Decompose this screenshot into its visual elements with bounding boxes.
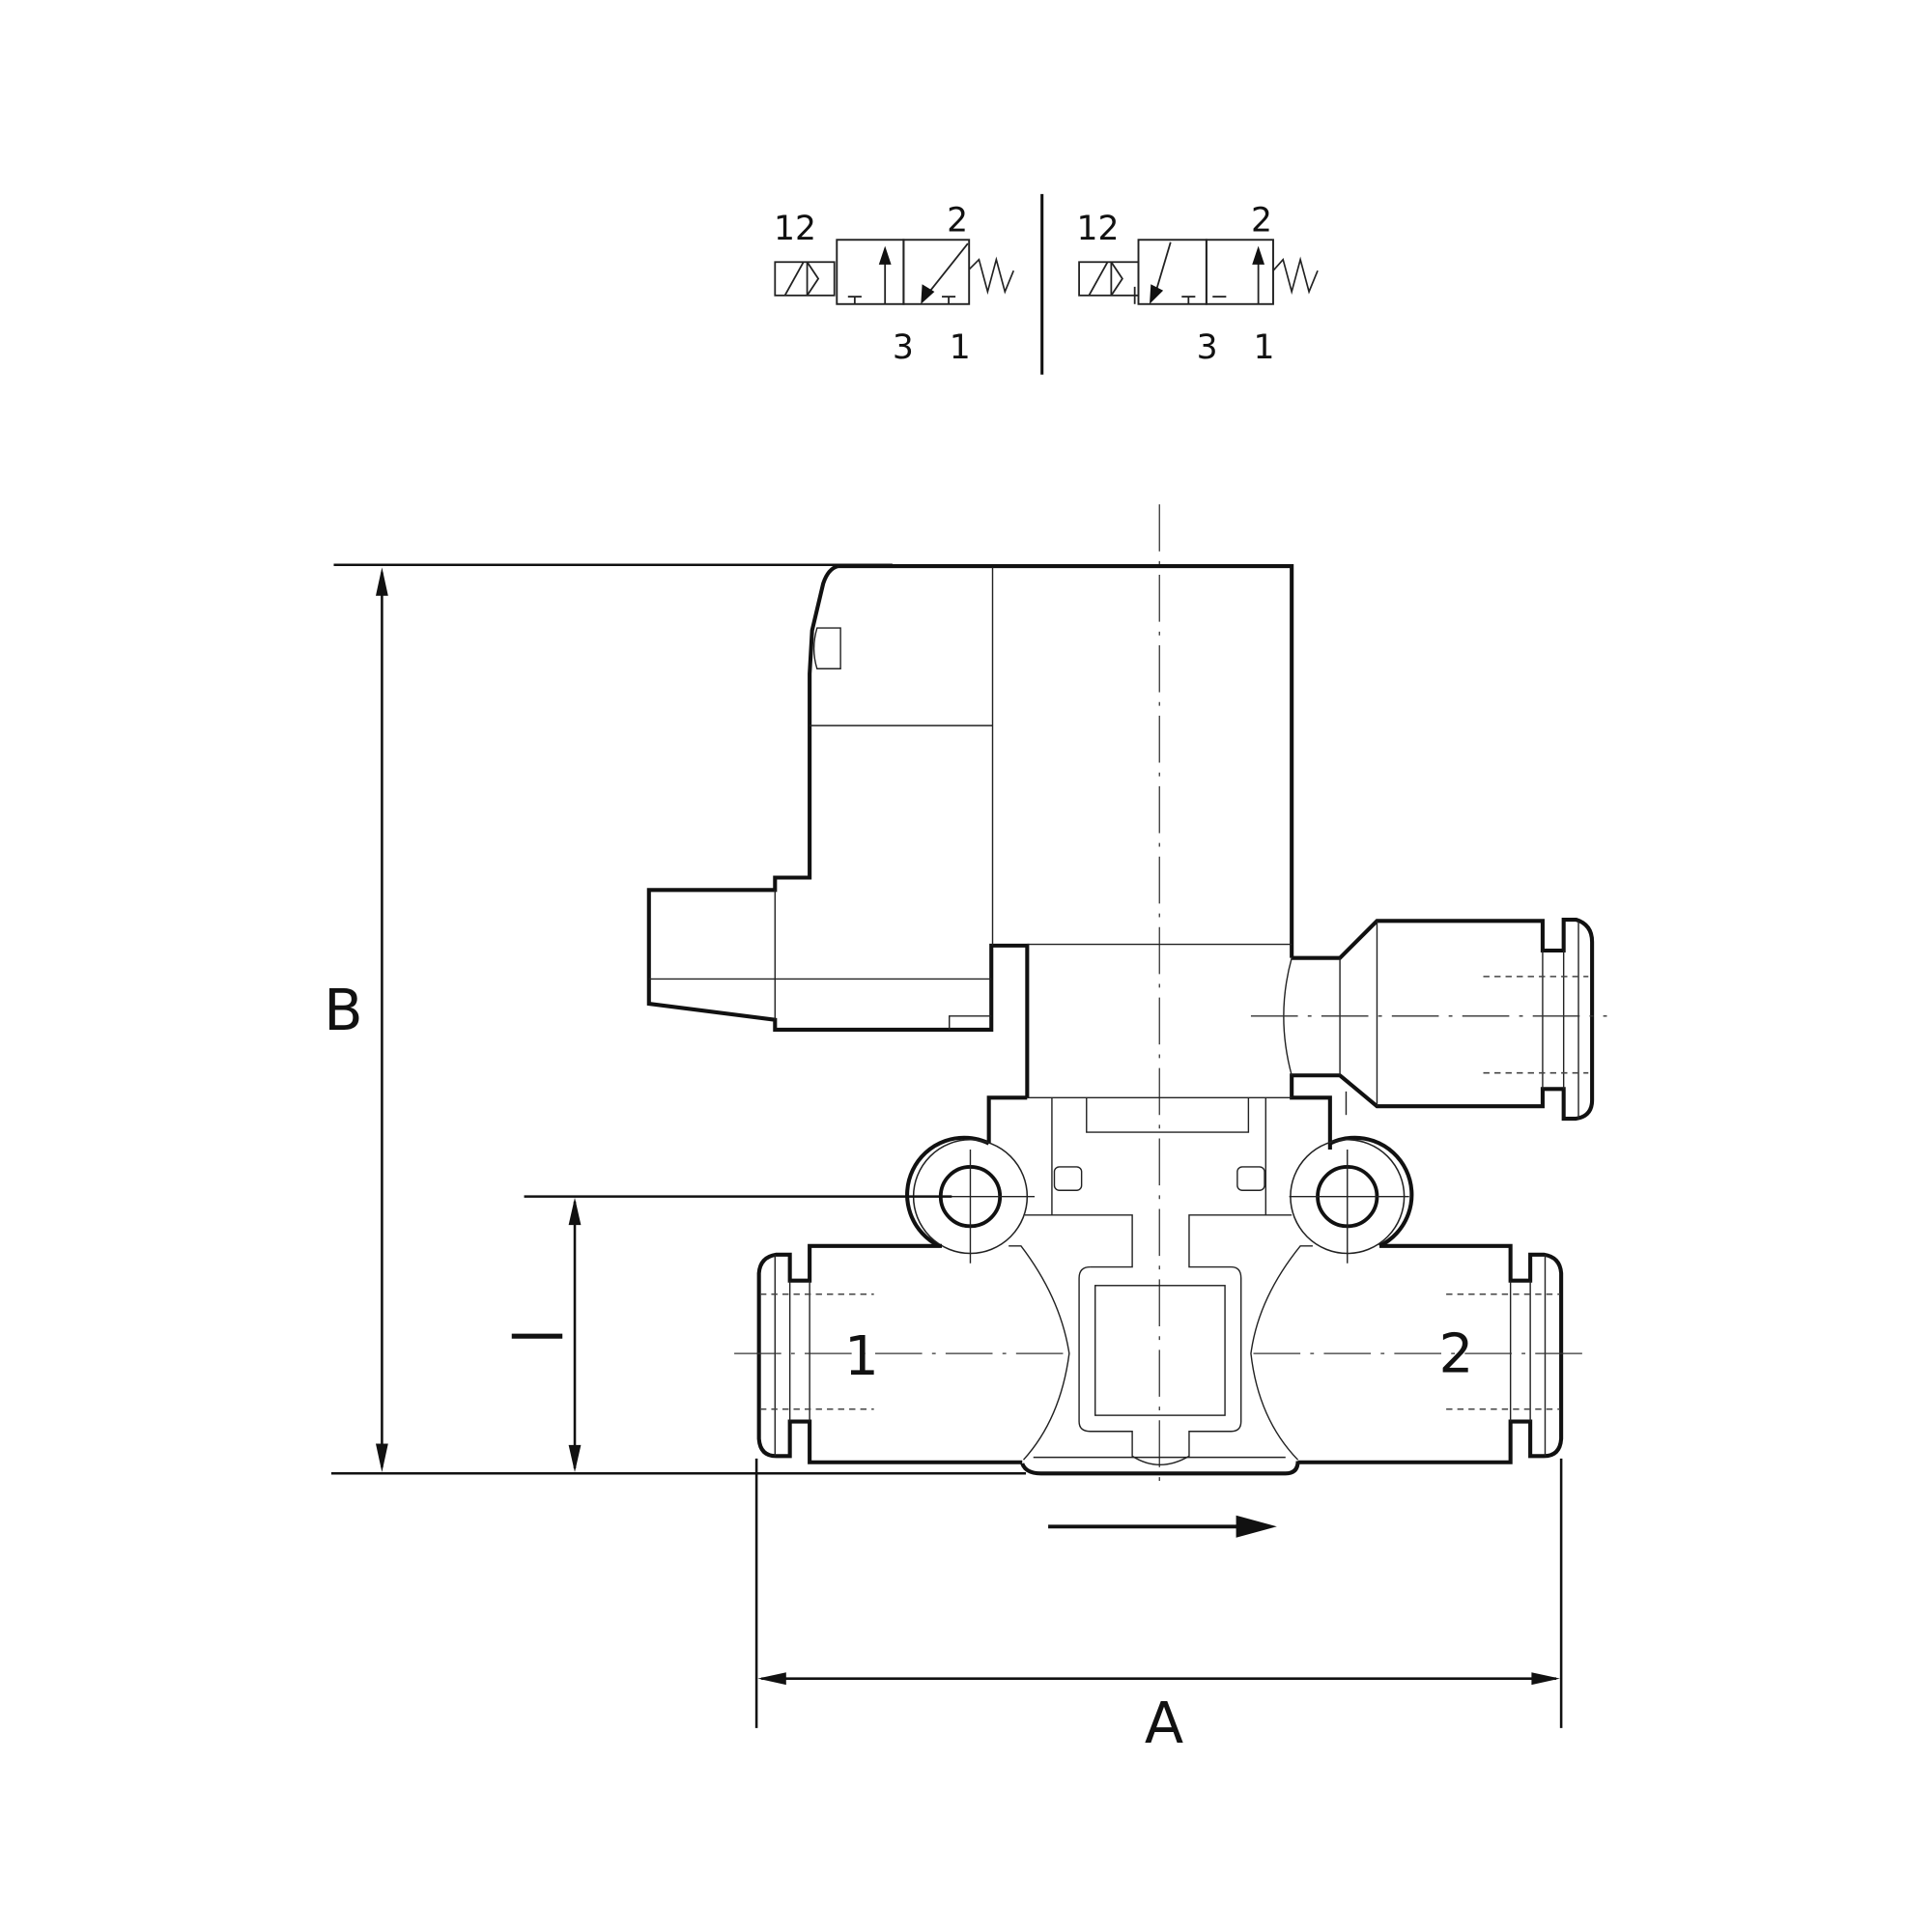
flow-arrow-up-icon	[1252, 245, 1265, 265]
dimension-a-label: A	[1145, 1690, 1183, 1756]
right-top-fitting	[1250, 917, 1607, 1151]
symbol2-port-12-label: 12	[1077, 210, 1120, 248]
symbol2-port-2-label: 2	[1251, 201, 1272, 240]
flow-arrow-diagonal-icon	[921, 284, 935, 304]
symbol1-port-3-label: 3	[893, 328, 914, 367]
inlet-fitting-port-1: 1	[734, 1243, 1066, 1464]
dimension-a: A	[754, 1458, 1563, 1756]
flow-arrow-diagonal-icon	[1150, 284, 1164, 304]
dimension-b: B	[324, 567, 1027, 1475]
flow-direction-arrow-icon	[1048, 1515, 1277, 1538]
valve-body	[986, 1095, 1313, 1476]
dimension-i	[511, 1195, 952, 1472]
port-1-label: 1	[844, 1325, 879, 1388]
spring-return-icon	[968, 256, 1015, 296]
outlet-fitting-port-2: 2	[1253, 1243, 1587, 1464]
symbol2-port-3-label: 3	[1197, 328, 1218, 367]
spring-return-icon	[1272, 256, 1319, 296]
connector-screw-icon	[812, 627, 841, 669]
symbol1-port-2-label: 2	[947, 201, 968, 240]
solenoid-actuator-icon	[1078, 261, 1140, 297]
flow-arrow-up-icon	[878, 245, 892, 265]
solenoid-actuator-icon	[774, 261, 836, 297]
solenoid-coil	[646, 564, 1294, 1098]
symbol2-port-1-label: 1	[1254, 328, 1275, 367]
symbol1-port-12-label: 12	[774, 210, 816, 248]
dimension-b-label: B	[324, 977, 362, 1043]
port-2-label: 2	[1438, 1322, 1473, 1385]
symbol1-port-1-label: 1	[950, 328, 971, 367]
valve-symbol-nc: 12 2 3 1	[774, 201, 1015, 367]
valve-symbol-no: 12 2 3 1	[1077, 201, 1319, 367]
mounting-hole-right	[1289, 1135, 1414, 1264]
